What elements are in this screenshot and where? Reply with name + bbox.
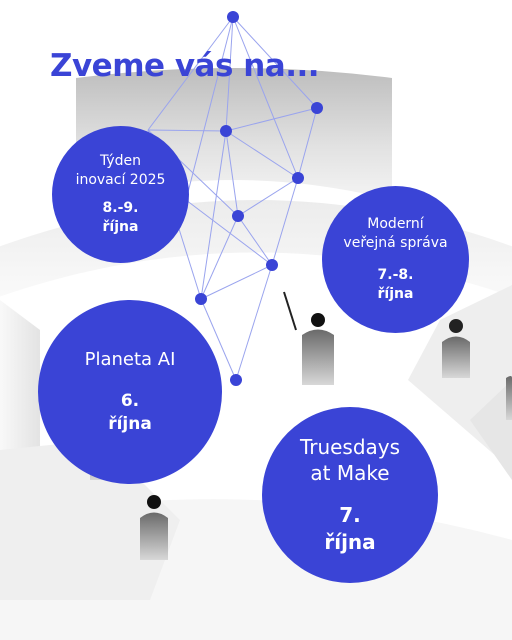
person-figure-right xyxy=(442,319,470,378)
network-node xyxy=(232,210,244,222)
headline: Zveme vás na... xyxy=(50,48,320,84)
event-name: Planeta AI xyxy=(84,349,176,371)
event-bubble-truesdays-at-make[interactable]: Truesdays at Make 7. října xyxy=(262,407,438,583)
event-name: Týden inovací 2025 xyxy=(75,153,166,188)
event-name: Truesdays at Make xyxy=(299,435,401,485)
event-date: 8.-9. října xyxy=(102,199,139,235)
network-node xyxy=(220,125,232,137)
network-node xyxy=(230,374,242,386)
person-figure-far-right xyxy=(506,376,512,420)
network-node xyxy=(266,259,278,271)
event-date: 7.-8. října xyxy=(377,266,414,302)
event-bubble-tyden-inovaci[interactable]: Týden inovací 2025 8.-9. října xyxy=(52,126,189,263)
network-node xyxy=(311,102,323,114)
network-node xyxy=(195,293,207,305)
event-bubble-moderni-verejna-sprava[interactable]: Moderní veřejná správa 7.-8. října xyxy=(322,186,469,333)
event-date: 6. října xyxy=(108,390,152,434)
network-node xyxy=(292,172,304,184)
network-node xyxy=(227,11,239,23)
right-lower-panel xyxy=(470,380,512,480)
person-figure-speaker xyxy=(283,291,334,385)
person-figure-bottom-left xyxy=(140,495,168,560)
event-name: Moderní veřejná správa xyxy=(343,216,448,251)
network-nodes xyxy=(195,11,323,386)
event-date: 7. října xyxy=(324,503,376,554)
event-bubble-planeta-ai[interactable]: Planeta AI 6. října xyxy=(38,300,222,484)
